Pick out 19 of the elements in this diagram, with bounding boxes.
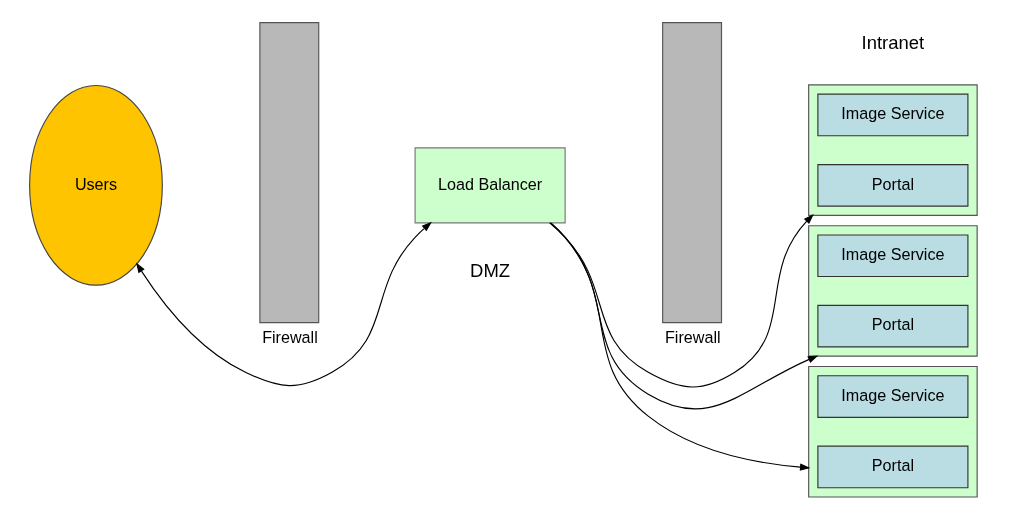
node-box: Portal	[817, 164, 969, 207]
cluster	[808, 225, 978, 357]
node-box: Image Service	[817, 375, 969, 418]
label: DMZ	[470, 260, 511, 282]
node-box: Image Service	[817, 93, 969, 137]
arrow	[549, 222, 819, 410]
arrow	[549, 214, 814, 388]
node-box: Load Balancer	[414, 147, 566, 224]
node-label: Firewall	[262, 327, 318, 346]
arrow	[136, 221, 432, 387]
cluster	[808, 365, 978, 498]
node-box: Portal	[817, 304, 969, 348]
node-box: Portal	[817, 445, 969, 489]
node-box: Image Service	[817, 234, 969, 278]
node-ellipse: Users	[29, 84, 163, 286]
node-label: Firewall	[664, 327, 721, 346]
arrow	[550, 222, 811, 471]
label: Intranet	[861, 31, 925, 53]
cluster	[808, 84, 978, 216]
